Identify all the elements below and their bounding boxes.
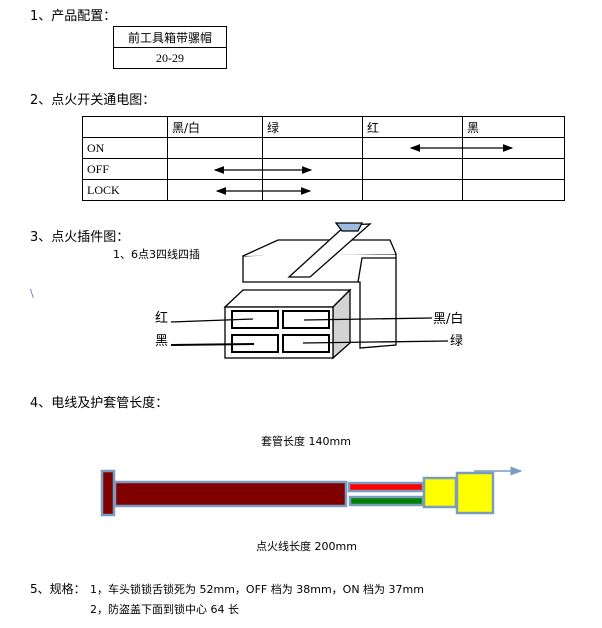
label-green: 绿 xyxy=(450,334,464,349)
label-red: 红 xyxy=(155,311,169,326)
ignition-switch-table: 黑/白 绿 红 黑 ON OFF LOCK xyxy=(82,116,565,201)
red-wire xyxy=(347,481,425,493)
product-config-table: 前工具箱带骡帽 20-29 xyxy=(113,26,227,69)
row-label: ON xyxy=(82,137,168,159)
section5-heading: 5、规格： xyxy=(30,582,86,596)
config-value: 20-29 xyxy=(113,47,227,69)
green-wire xyxy=(348,495,425,507)
section4-heading: 4、电线及护套管长度： xyxy=(30,396,169,411)
end-cap xyxy=(100,469,116,517)
section2-heading: 2、点火开关通电图： xyxy=(30,93,156,108)
wire-diagram xyxy=(100,466,523,517)
label-black: 黑 xyxy=(155,334,169,349)
section1-heading: 1、产品配置： xyxy=(30,9,117,24)
table-row: LOCK xyxy=(82,179,565,201)
spec-line-1: 1，车头锁锁舌锁死为 52mm，OFF 档为 38mm，ON 档为 37mm xyxy=(90,583,424,596)
sleeve-length: 套管长度 140mm xyxy=(261,435,351,448)
config-header: 前工具箱带骡帽 xyxy=(113,26,227,48)
wire-length: 点火线长度 200mm xyxy=(256,540,357,553)
spec-line-2: 2，防盗盖下面到锁中心 64 长 xyxy=(90,603,239,616)
sleeve xyxy=(113,480,348,508)
stray-mark: \ xyxy=(30,287,34,300)
plug-small xyxy=(422,476,458,509)
table-row: OFF xyxy=(82,158,565,180)
section3-heading: 3、点火插件图： xyxy=(30,230,130,245)
table-row: ON xyxy=(82,137,565,159)
header-cell: 红 xyxy=(362,116,463,138)
plug-large xyxy=(455,471,495,515)
label-black-white: 黑/白 xyxy=(433,312,464,327)
section3-subheading: 1、6点3四线四插 xyxy=(113,248,200,261)
connector-drawing xyxy=(170,222,449,360)
